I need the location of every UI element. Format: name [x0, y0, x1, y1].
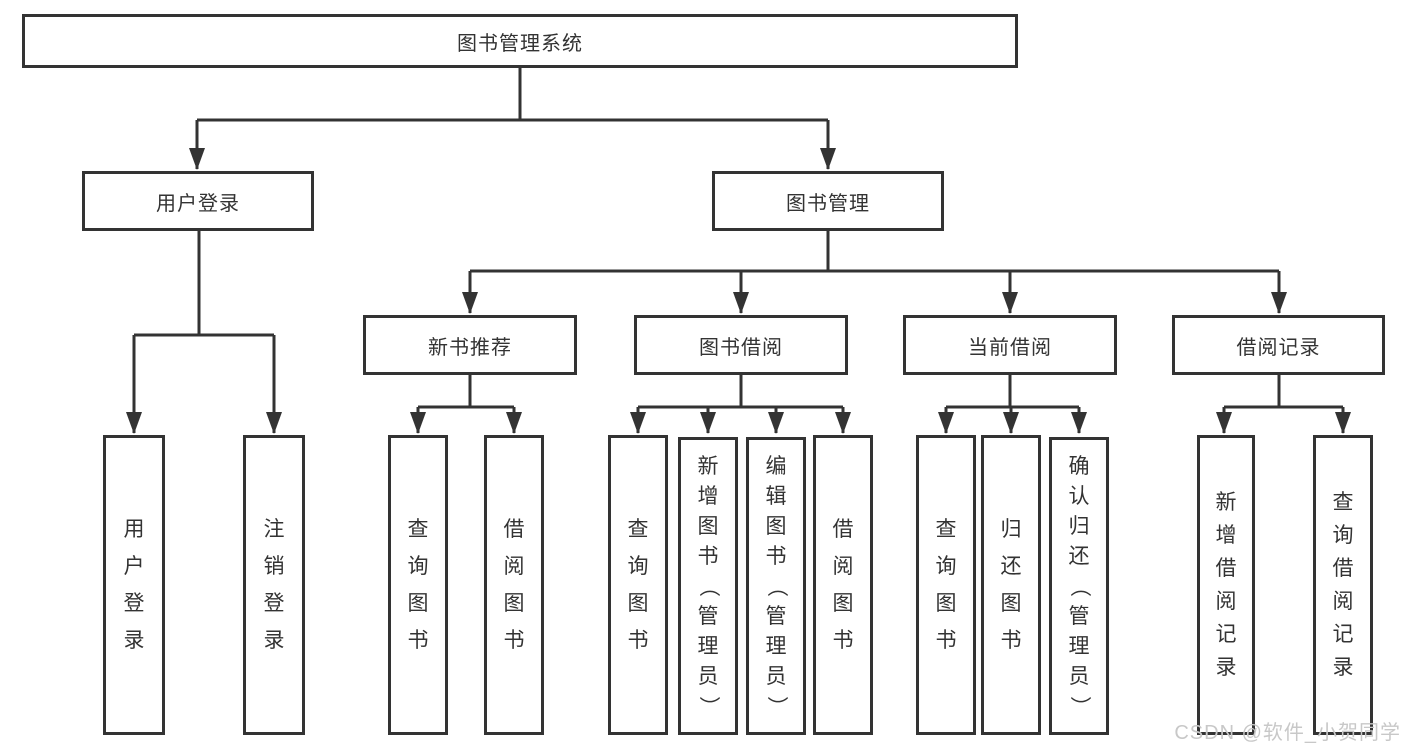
leaf-add-borrow-record: 新增借阅记录: [1197, 435, 1255, 735]
connector-borrow-records-to-leaves: [1216, 375, 1351, 434]
leaf-query-borrow-record: 查询借阅记录: [1313, 435, 1373, 735]
connector-new-book-to-leaves: [410, 375, 522, 434]
leaf-query-books-recommendation: 查询图书: [388, 435, 448, 735]
leaf-logout: 注销登录: [243, 435, 305, 735]
csdn-watermark: CSDN @软件_小贺同学: [1174, 722, 1401, 744]
leaf-query-books-current: 查询图书: [916, 435, 976, 735]
leaf-borrow-books-borrowing-label: 借阅图书: [832, 518, 854, 652]
leaf-query-books-borrowing: 查询图书: [608, 435, 668, 735]
node-system-root: 图书管理系统: [22, 14, 1018, 68]
leaf-add-books-admin: 新增图书（管理员）: [678, 437, 738, 735]
leaf-query-books-borrowing-label: 查询图书: [627, 518, 649, 652]
leaf-query-books-recommendation-label: 查询图书: [407, 518, 429, 652]
leaf-confirm-return-admin-label: 确认归还（管理员）: [1067, 454, 1091, 717]
leaf-user-login: 用户登录: [103, 435, 165, 735]
node-book-management-branch: 图书管理: [712, 171, 944, 231]
node-borrowing-records: 借阅记录: [1172, 315, 1385, 375]
connector-user-login-to-leaves: [126, 231, 282, 434]
leaf-edit-books-admin-label: 编辑图书（管理员）: [764, 454, 788, 717]
leaf-borrow-books-borrowing: 借阅图书: [813, 435, 873, 735]
leaf-add-books-admin-label: 新增图书（管理员）: [696, 454, 720, 717]
leaf-return-books: 归还图书: [981, 435, 1041, 735]
leaf-borrow-books-recommendation-label: 借阅图书: [503, 518, 525, 652]
leaf-confirm-return-admin: 确认归还（管理员）: [1049, 437, 1109, 735]
connector-root-to-level2: [189, 68, 836, 170]
leaf-logout-label: 注销登录: [263, 518, 285, 652]
leaf-query-borrow-record-label: 查询借阅记录: [1332, 491, 1354, 679]
leaf-borrow-books-recommendation: 借阅图书: [484, 435, 544, 735]
connector-book-borrowing-to-leaves: [630, 375, 851, 434]
leaf-return-books-label: 归还图书: [1000, 518, 1022, 652]
node-current-borrowing: 当前借阅: [903, 315, 1117, 375]
node-new-book-recommendation: 新书推荐: [363, 315, 577, 375]
leaf-edit-books-admin: 编辑图书（管理员）: [746, 437, 806, 735]
leaf-add-borrow-record-label: 新增借阅记录: [1215, 491, 1237, 679]
leaf-query-books-current-label: 查询图书: [935, 518, 957, 652]
connector-book-management-to-level3: [462, 231, 1287, 314]
leaf-user-login-label: 用户登录: [123, 518, 145, 652]
node-user-login-branch: 用户登录: [82, 171, 314, 231]
connector-current-borrowing-to-leaves: [938, 375, 1087, 434]
node-book-borrowing: 图书借阅: [634, 315, 848, 375]
